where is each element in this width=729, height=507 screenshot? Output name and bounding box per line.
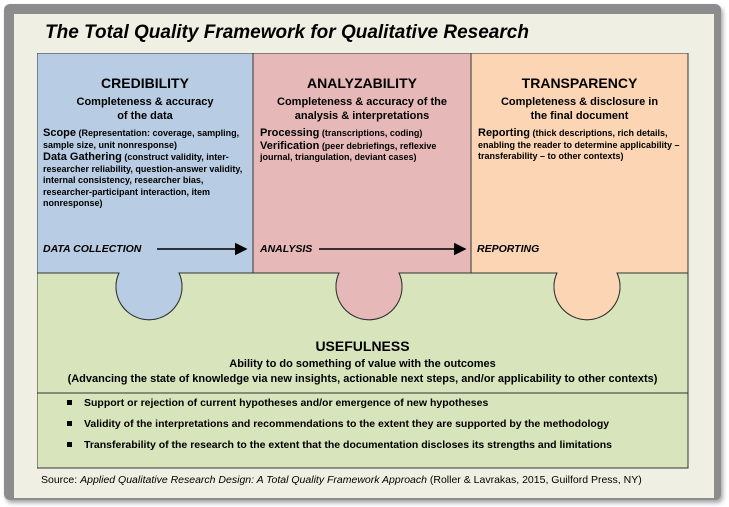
bullet-square-icon <box>67 399 72 405</box>
analysis-label: ANALYSIS <box>260 243 313 255</box>
usefulness-subtitle-detail: (Advancing the state of knowledge via ne… <box>67 373 658 385</box>
list-item: Support or rejection of current hypothes… <box>67 393 612 414</box>
scope-detail: (Representation: coverage, sampling, sam… <box>43 128 240 150</box>
page-title: The Total Quality Framework for Qualitat… <box>45 22 529 43</box>
reporting-term: Reporting <box>478 127 530 139</box>
credibility-subtitle: Completeness & accuracy of the data <box>76 96 214 122</box>
processing-term: Processing <box>260 127 320 139</box>
bullet-text: Validity of the interpretations and reco… <box>84 418 610 430</box>
verification-term: Verification <box>260 139 320 152</box>
source-prefix: Source: <box>41 474 81 486</box>
verification-detail: (peer debriefings, reflexive journal, tr… <box>260 140 437 163</box>
transparency-details: Reporting (thick descriptions, rich deta… <box>478 127 684 163</box>
source-book-title: Applied Qualitative Research Design: A T… <box>80 474 427 486</box>
processing-detail: (transcriptions, coding) <box>321 128 423 138</box>
transparency-heading: TRANSPARENCY <box>521 75 638 91</box>
usefulness-heading: USEFULNESS <box>315 338 410 354</box>
reporting-label: REPORTING <box>477 243 540 255</box>
analyzability-subtitle: Completeness & accuracy of the analysis … <box>277 96 447 122</box>
framework-diagram: CREDIBILITY Completeness & accuracy of t… <box>37 53 689 469</box>
reporting-detail: (thick descriptions, rich details, enabl… <box>478 128 680 161</box>
bullet-text: Support or rejection of current hypothes… <box>84 397 489 409</box>
transparency-subtitle: Completeness & disclosure in the final d… <box>500 96 659 122</box>
bullet-square-icon <box>67 420 72 426</box>
credibility-details: Scope (Representation: coverage, samplin… <box>43 127 249 210</box>
analyzability-details: Processing (transcriptions, coding) Veri… <box>260 127 467 164</box>
scope-term: Scope <box>43 127 77 139</box>
analyzability-heading: ANALYZABILITY <box>307 75 417 91</box>
source-citation: Source: Applied Qualitative Research Des… <box>41 474 642 486</box>
usefulness-bullet-list: Support or rejection of current hypothes… <box>67 393 612 456</box>
credibility-heading: CREDIBILITY <box>101 75 189 91</box>
data-gathering-term: Data Gathering <box>43 151 122 163</box>
data-gathering-detail: (construct validity, inter-researcher re… <box>43 152 243 208</box>
bullet-square-icon <box>67 441 72 447</box>
transparency-piece <box>470 53 689 321</box>
list-item: Transferability of the research to the e… <box>67 435 612 456</box>
puzzle-shapes <box>37 53 689 469</box>
bullet-text: Transferability of the research to the e… <box>84 439 613 451</box>
source-suffix: (Roller & Lavrakas, 2015, Guilford Press… <box>426 474 642 486</box>
usefulness-subtitle: Ability to do something of value with th… <box>229 358 496 370</box>
credibility-piece <box>37 53 254 321</box>
data-collection-label: DATA COLLECTION <box>43 243 142 255</box>
list-item: Validity of the interpretations and reco… <box>67 414 612 435</box>
analyzability-piece <box>252 53 472 321</box>
